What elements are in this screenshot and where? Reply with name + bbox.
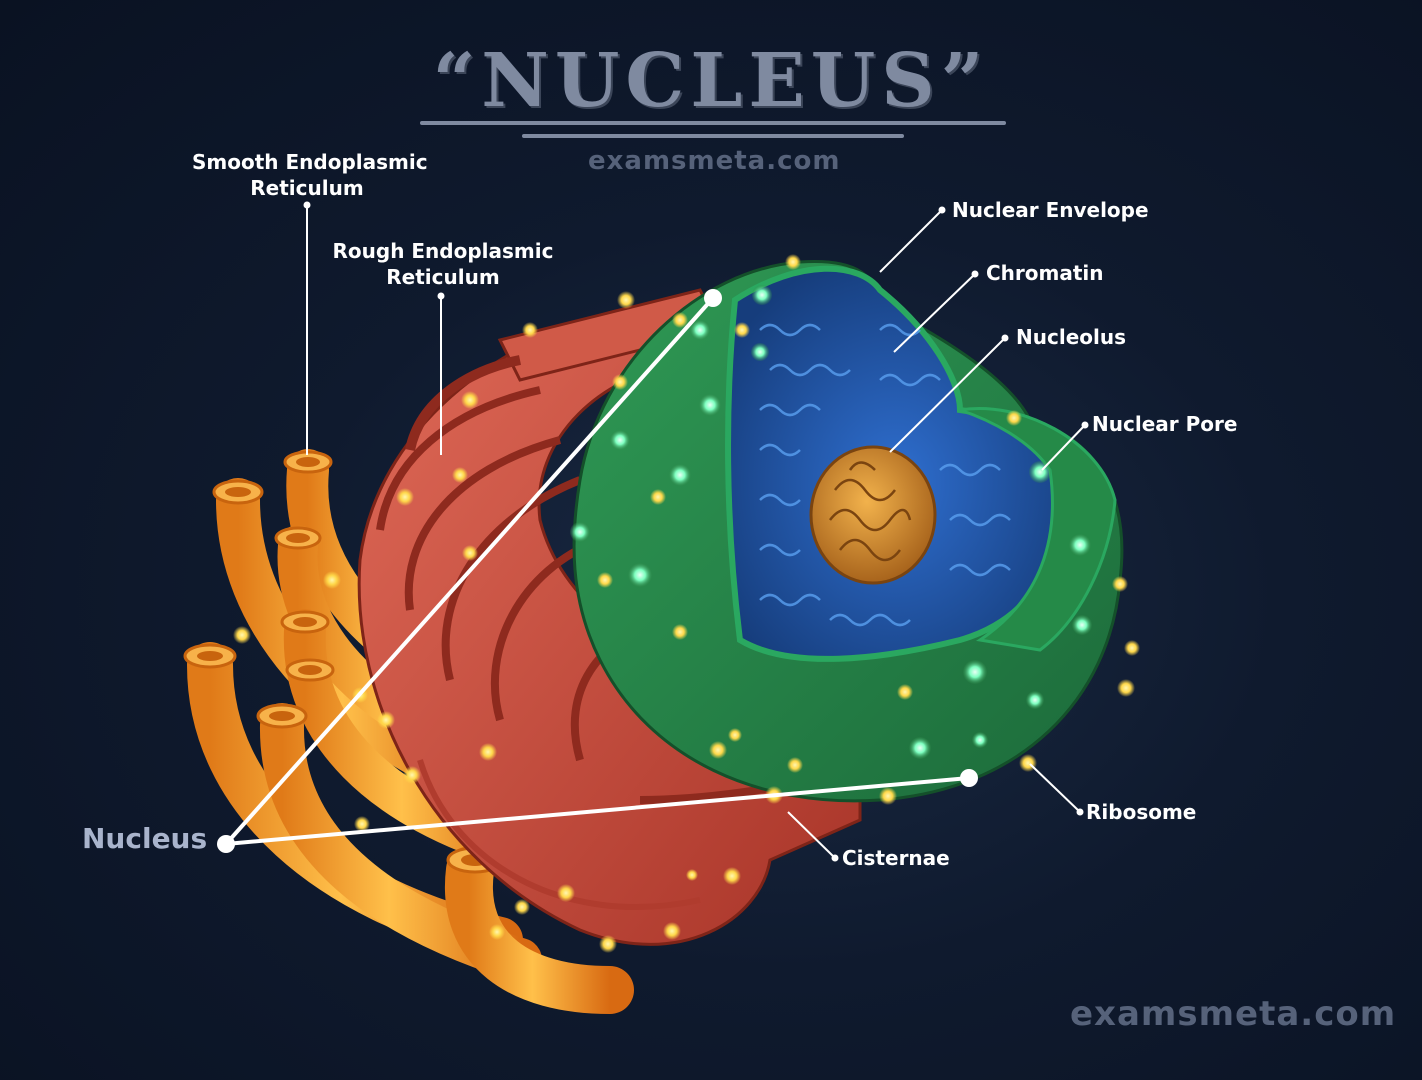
label-smooth-er: Smooth Endoplasmic Reticulum <box>192 149 428 201</box>
label-nuclear-pore: Nuclear Pore <box>1092 412 1238 436</box>
page-title: “NUCLEUS” <box>432 38 990 124</box>
label-smooth-er-line2: Reticulum <box>250 176 364 200</box>
label-nucleus: Nucleus <box>82 822 208 855</box>
label-nuclear-envelope: Nuclear Envelope <box>952 198 1149 222</box>
title-underline-top <box>420 121 1006 125</box>
label-rough-er-line2: Reticulum <box>386 265 500 289</box>
label-smooth-er-line1: Smooth Endoplasmic <box>192 150 428 174</box>
label-rough-er-line1: Rough Endoplasmic <box>332 239 554 263</box>
label-ribosome: Ribosome <box>1086 800 1197 824</box>
rough-er <box>357 288 862 946</box>
title-underline-bottom <box>522 134 904 138</box>
watermark-top: examsmeta.com <box>588 146 841 176</box>
label-chromatin: Chromatin <box>986 261 1104 285</box>
leader-lines <box>306 205 1086 859</box>
nucleus-pointer <box>217 289 978 853</box>
nuclear-pores <box>570 285 1092 759</box>
label-cisternae: Cisternae <box>842 846 950 870</box>
watermark-bottom: examsmeta.com <box>1070 994 1397 1034</box>
label-nucleolus: Nucleolus <box>1016 325 1126 349</box>
leader-dots <box>303 201 1089 862</box>
label-rough-er: Rough Endoplasmic Reticulum <box>330 238 556 290</box>
